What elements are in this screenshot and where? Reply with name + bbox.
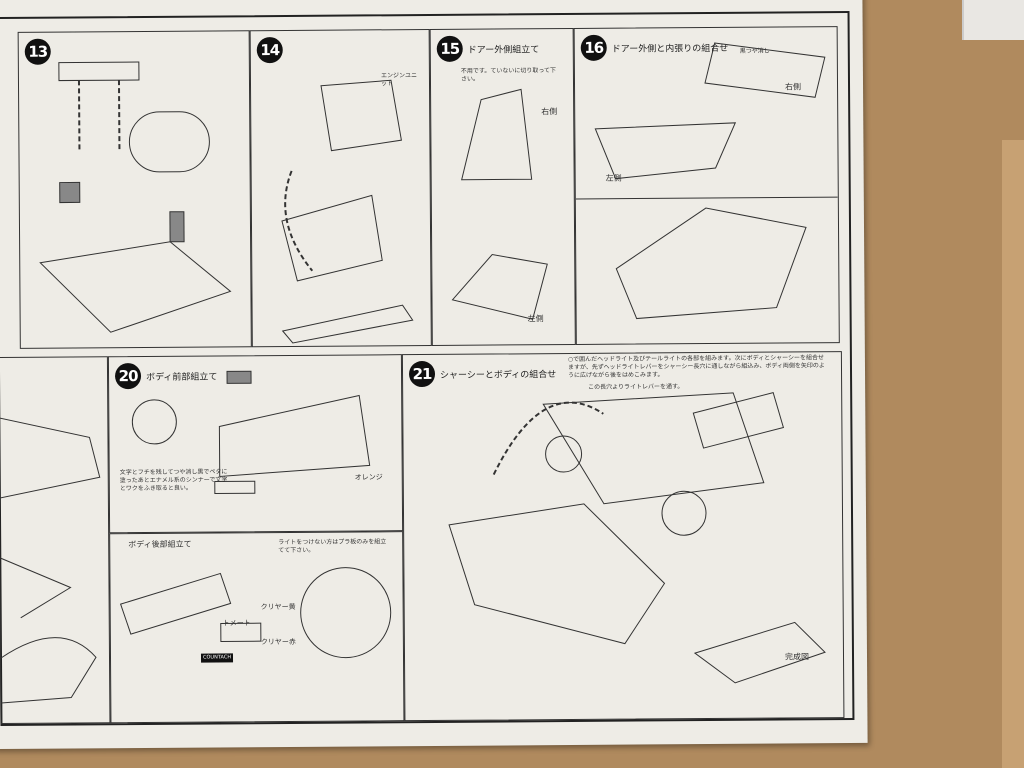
panel-rear-body: ボディ後部組立て ライトをつけない方はプラ板のみを組立てて下さい。 クリヤー黄 … xyxy=(109,531,405,724)
panel-step-14: 14 エンジンユニット xyxy=(249,28,432,348)
panel-step-19-partial xyxy=(0,356,111,724)
panel-step-13: 13 xyxy=(17,30,252,349)
step-16-illustration xyxy=(575,42,838,320)
box-corner xyxy=(962,0,1024,40)
step-20-illustration xyxy=(131,370,371,494)
step-14-illustration xyxy=(281,79,414,344)
rear-body-illustration xyxy=(119,567,392,659)
cardboard-edge xyxy=(1002,140,1024,768)
step-19-illustration xyxy=(0,417,101,704)
step-15-illustration xyxy=(451,88,548,320)
step-21-illustration xyxy=(448,391,826,684)
step-13-illustration xyxy=(39,61,232,333)
